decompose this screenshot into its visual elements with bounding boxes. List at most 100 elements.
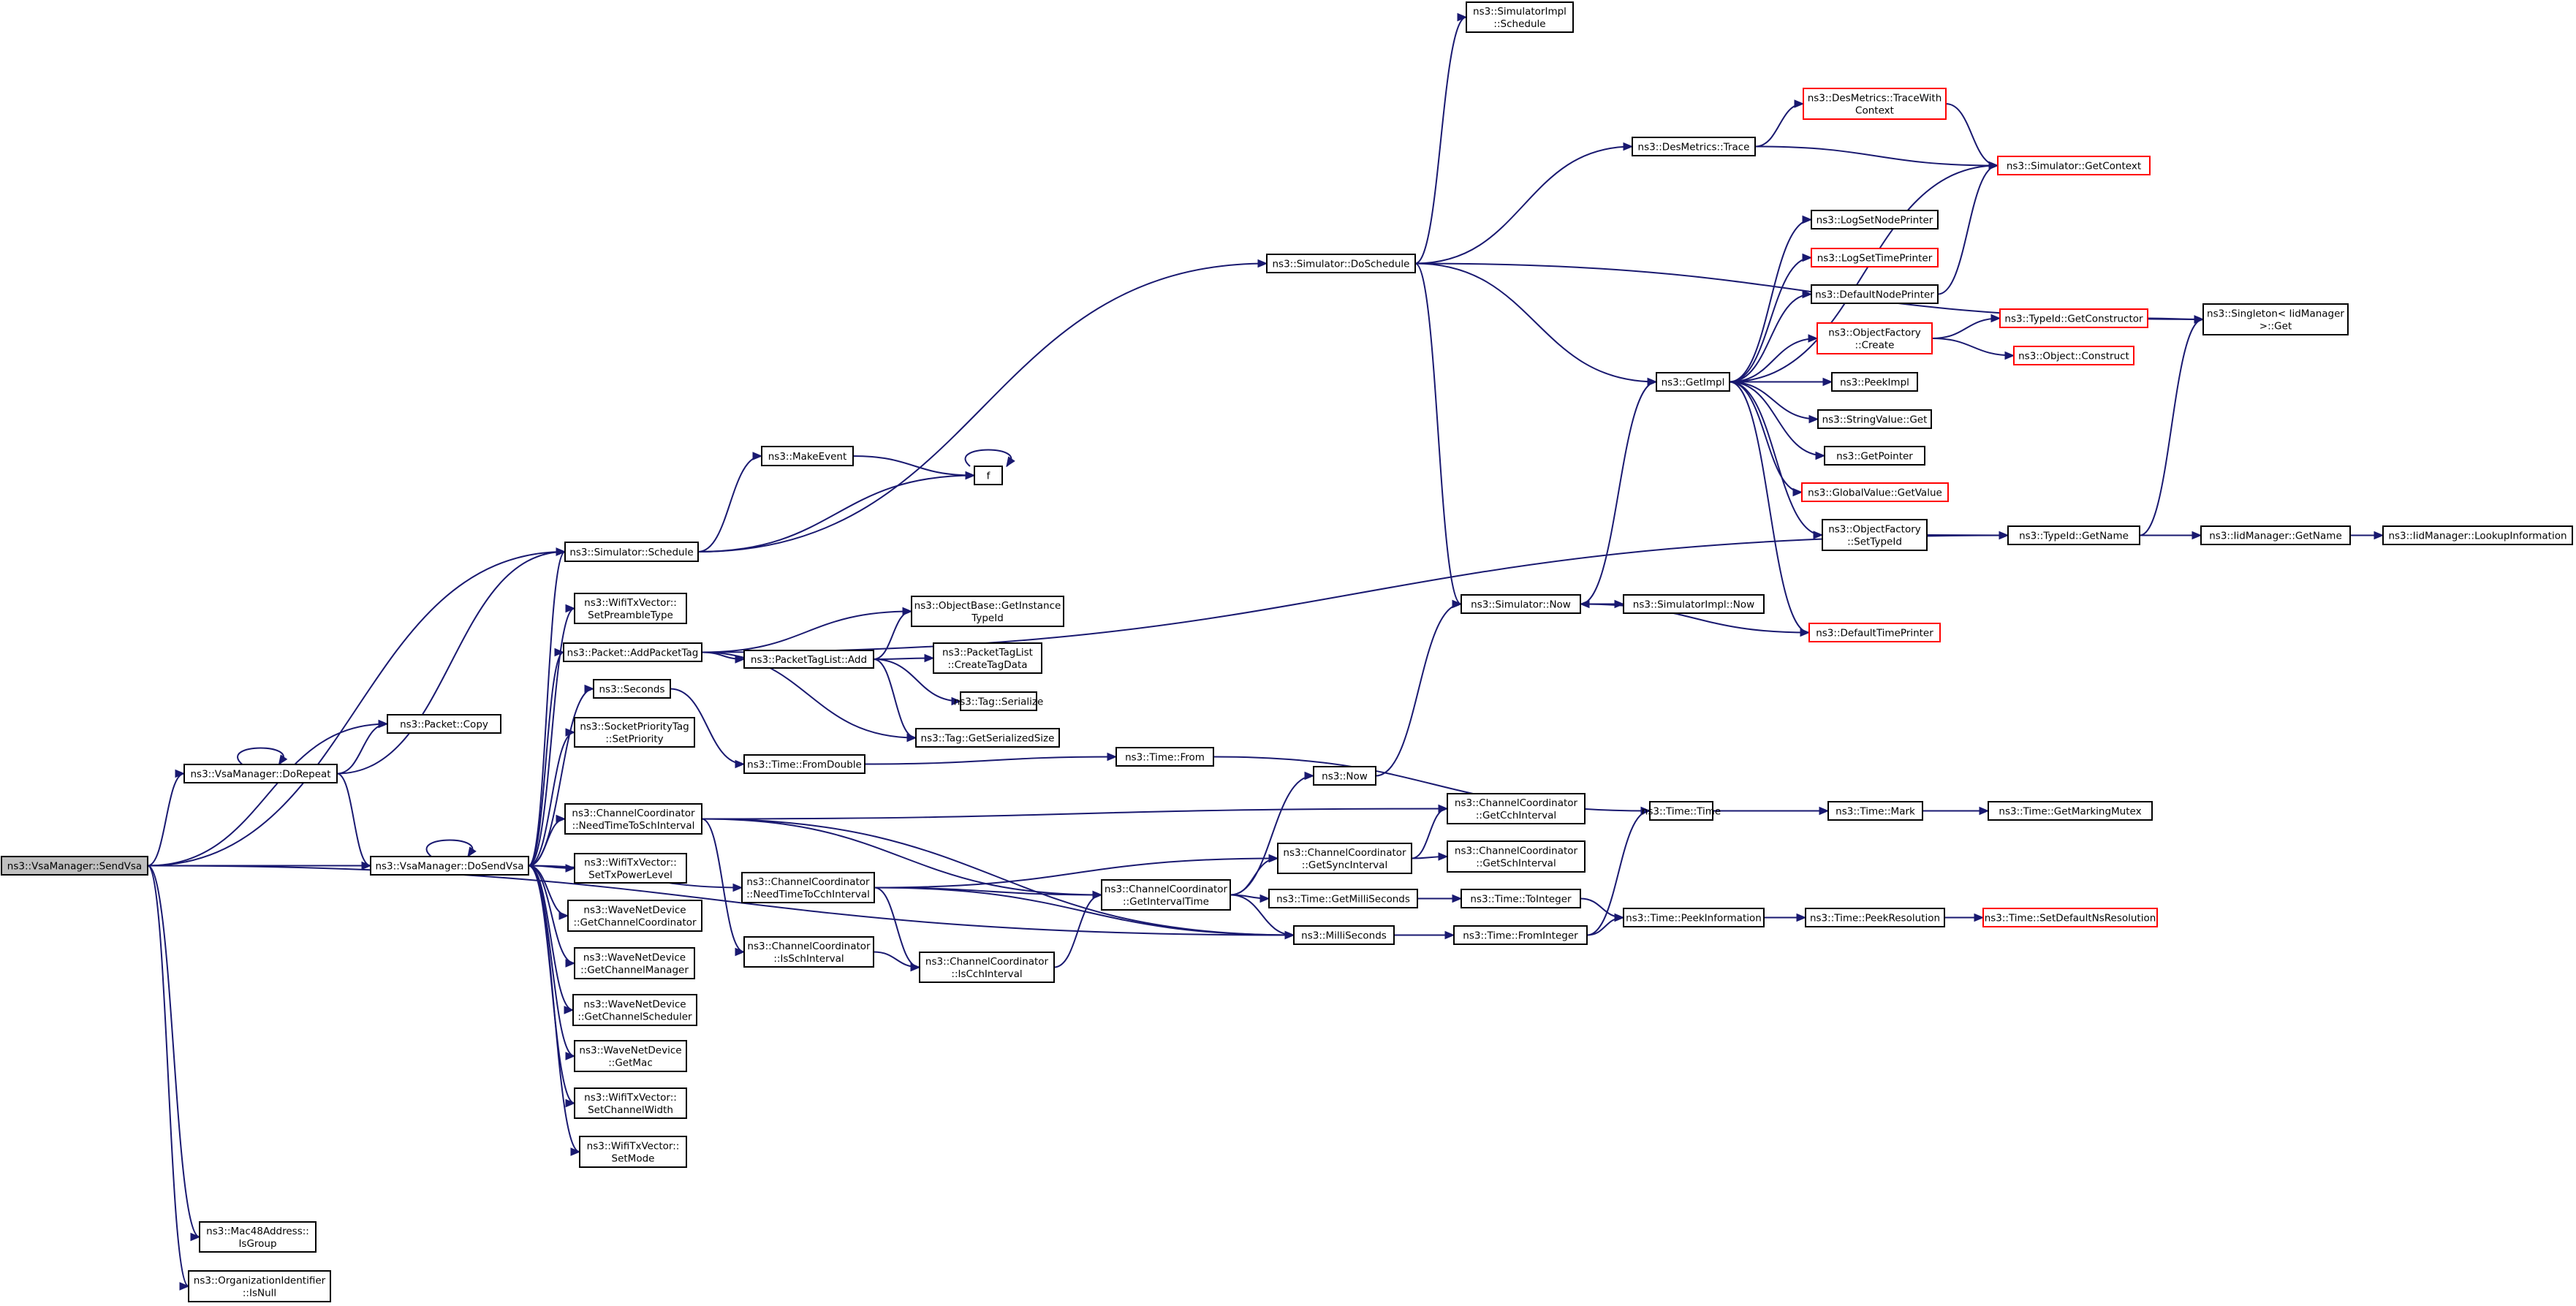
node-needtosch[interactable]: ns3::ChannelCoordinator::NeedTimeToSchIn…	[564, 803, 702, 835]
edge-typeidgetname-iidgetname	[2140, 531, 2202, 540]
node-getchcoord[interactable]: ns3::WaveNetDevice::GetChannelCoordinato…	[567, 900, 702, 932]
node-getchmgr[interactable]: ns3::WaveNetDevice::GetChannelManager	[574, 947, 695, 979]
node-defnode[interactable]: ns3::DefaultNodePrinter	[1811, 284, 1939, 304]
node-ns3now[interactable]: ns3::Now	[1313, 766, 1376, 786]
edge-getimpl-getpointer	[1729, 381, 1826, 460]
node-getchsched[interactable]: ns3::WaveNetDevice::GetChannelScheduler	[572, 994, 697, 1026]
node-peekimpl[interactable]: ns3::PeekImpl	[1831, 372, 1918, 392]
node-fromdouble[interactable]: ns3::Time::FromDouble	[743, 754, 865, 774]
node-deftime[interactable]: ns3::DefaultTimePrinter	[1808, 623, 1941, 642]
node-iscchint[interactable]: ns3::ChannelCoordinator::IsCchInterval	[919, 952, 1055, 983]
node-iidgetname[interactable]: ns3::IidManager::GetName	[2200, 525, 2351, 545]
node-getctor[interactable]: ns3::TypeId::GetConstructor	[1999, 308, 2148, 328]
node-getmac[interactable]: ns3::WaveNetDevice::GetMac	[574, 1040, 687, 1072]
node-getcontext[interactable]: ns3::Simulator::GetContext	[1997, 156, 2151, 175]
edge-dorepeat-packetcopy	[336, 719, 389, 775]
node-box	[933, 642, 1042, 674]
node-box	[1453, 925, 1588, 945]
node-fromint[interactable]: ns3::Time::FromInteger	[1453, 925, 1588, 945]
node-lognode[interactable]: ns3::LogSetNodePrinter	[1811, 210, 1939, 229]
node-objfaccreate[interactable]: ns3::ObjectFactory::Create	[1817, 322, 1933, 354]
node-timemark[interactable]: ns3::Time::Mark	[1827, 801, 1923, 821]
node-getmarkmutex[interactable]: ns3::Time::GetMarkingMutex	[1988, 801, 2153, 821]
node-peekres[interactable]: ns3::Time::PeekResolution	[1805, 908, 1945, 927]
node-makeevent[interactable]: ns3::MakeEvent	[761, 446, 854, 466]
node-preamble[interactable]: ns3::WifiTxVector::SetPreambleType	[574, 593, 687, 624]
node-dosendvsa[interactable]: ns3::VsaManager::DoSendVsa	[370, 856, 529, 876]
node-getpointer[interactable]: ns3::GetPointer	[1824, 446, 1925, 466]
node-label: ns3::GetImpl	[1662, 377, 1725, 389]
node-peekinfo[interactable]: ns3::Time::PeekInformation	[1623, 908, 1765, 927]
node-socketprio[interactable]: ns3::SocketPriorityTag::SetPriority	[574, 717, 695, 748]
node-addpackettag[interactable]: ns3::Packet::AddPacketTag	[563, 642, 702, 662]
node-seconds[interactable]: ns3::Seconds	[593, 679, 671, 699]
node-getcchint[interactable]: ns3::ChannelCoordinator::GetCchInterval	[1447, 793, 1586, 824]
node-getimpl[interactable]: ns3::GetImpl	[1656, 372, 1730, 392]
node-objfacset[interactable]: ns3::ObjectFactory::SetTypeId	[1822, 519, 1928, 551]
node-setdefres[interactable]: ns3::Time::SetDefaultNsResolution	[1982, 908, 2158, 927]
node-logtime[interactable]: ns3::LogSetTimePrinter	[1811, 248, 1939, 267]
node-isschint[interactable]: ns3::ChannelCoordinator::IsSchInterval	[743, 936, 874, 968]
edge-line	[1230, 775, 1314, 896]
node-needtocch[interactable]: ns3::ChannelCoordinator::NeedTimeToCchIn…	[741, 872, 875, 903]
node-box	[741, 872, 875, 903]
node-singleton[interactable]: ns3::Singleton< IidManager>::Get	[2202, 303, 2349, 335]
node-millis[interactable]: ns3::MilliSeconds	[1293, 925, 1395, 945]
node-getintervaltime[interactable]: ns3::ChannelCoordinator::GetIntervalTime	[1101, 879, 1231, 911]
node-label: ::NeedTimeToSchInterval	[572, 820, 695, 832]
node-label: SetChannelWidth	[588, 1104, 673, 1116]
node-box	[2007, 525, 2140, 545]
node-getschint[interactable]: ns3::ChannelCoordinator::GetSchInterval	[1447, 840, 1586, 873]
node-iidlookup[interactable]: ns3::IidManager::LookupInformation	[2382, 525, 2573, 545]
node-ptladd[interactable]: ns3::PacketTagList::Add	[743, 650, 874, 669]
node-getmilli[interactable]: ns3::Time::GetMilliSeconds	[1268, 889, 1418, 908]
node-typeidgetname[interactable]: ns3::TypeId::GetName	[2007, 525, 2140, 545]
node-strvalget[interactable]: ns3::StringValue::Get	[1817, 409, 1932, 429]
node-txpower[interactable]: ns3::WifiTxVector::SetTxPowerLevel	[574, 853, 687, 884]
edge-sendvsa-orgid	[147, 865, 190, 1291]
edge-line	[701, 651, 917, 739]
edge-makeevent-f	[852, 455, 976, 480]
node-timefrom[interactable]: ns3::Time::From	[1115, 747, 1214, 767]
node-box	[2200, 525, 2351, 545]
node-schedule[interactable]: ns3::Simulator::Schedule	[564, 542, 699, 562]
node-simimplnow[interactable]: ns3::SimulatorImpl::Now	[1623, 594, 1765, 614]
node-objconstruct[interactable]: ns3::Object::Construct	[2013, 346, 2134, 365]
node-dorepeat[interactable]: ns3::VsaManager::DoRepeat	[183, 764, 338, 783]
node-orgid[interactable]: ns3::OrganizationIdentifier::IsNull	[188, 1270, 331, 1302]
edge-line	[528, 651, 564, 867]
node-tagser[interactable]: ns3::Tag::Serialize	[954, 691, 1044, 711]
node-label: ::GetSyncInterval	[1302, 859, 1387, 871]
node-chwidth[interactable]: ns3::WifiTxVector::SetChannelWidth	[574, 1087, 687, 1119]
edge-arrowhead	[278, 754, 288, 766]
node-getsyncint[interactable]: ns3::ChannelCoordinator::GetSyncInterval	[1277, 843, 1412, 874]
edge-line	[1375, 603, 1462, 777]
edge-getintervaltime-millis	[1230, 894, 1295, 940]
node-mac48[interactable]: ns3::Mac48Address::IsGroup	[199, 1221, 317, 1253]
node-timetime[interactable]: ns3::Time::Time	[1642, 801, 1721, 821]
node-label: ns3::LogSetTimePrinter	[1817, 253, 1933, 265]
node-createtag[interactable]: ns3::PacketTagList::CreateTagData	[933, 642, 1042, 674]
node-sendvsa[interactable]: ns3::VsaManager::SendVsa	[1, 856, 148, 876]
node-tagsize[interactable]: ns3::Tag::GetSerializedSize	[915, 728, 1060, 748]
node-label: ::Schedule	[1493, 18, 1545, 30]
node-tointeger[interactable]: ns3::Time::ToInteger	[1461, 889, 1581, 908]
edge-line	[1931, 317, 2001, 339]
node-label: ns3::ChannelCoordinator	[1455, 797, 1578, 809]
node-f[interactable]: f	[974, 466, 1003, 485]
node-setmode[interactable]: ns3::WifiTxVector::SetMode	[579, 1136, 687, 1168]
node-label: ns3::Object::Construct	[2018, 351, 2129, 362]
node-label: ns3::Simulator::Schedule	[569, 547, 693, 558]
edge-line	[964, 449, 1012, 467]
node-simimplsched[interactable]: ns3::SimulatorImpl::Schedule	[1466, 1, 1574, 33]
node-box	[574, 1040, 687, 1072]
node-simnow[interactable]: ns3::Simulator::Now	[1461, 594, 1581, 614]
node-packetcopy[interactable]: ns3::Packet::Copy	[387, 714, 501, 734]
edge-line	[528, 732, 575, 867]
node-destrace[interactable]: ns3::DesMetrics::Trace	[1632, 137, 1756, 156]
node-doschedule[interactable]: ns3::Simulator::DoSchedule	[1266, 254, 1416, 273]
node-globalval[interactable]: ns3::GlobalValue::GetValue	[1801, 482, 1949, 502]
edge-timemark-getmarkmutex	[1922, 806, 1990, 816]
